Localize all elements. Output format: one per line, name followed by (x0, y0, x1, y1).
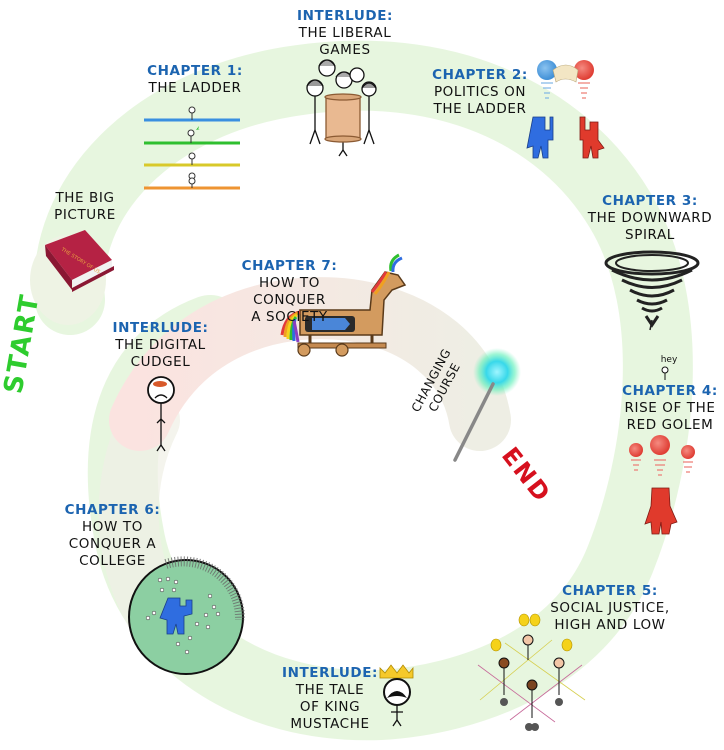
section-title-line: THE LADDER (148, 80, 242, 96)
section-interlude-king-mustache[interactable]: INTERLUDE: THE TALE OF KING MUSTACHE (280, 665, 380, 733)
section-title-line: CONQUER (253, 292, 326, 308)
blue-red-golems-icon (526, 60, 605, 159)
start-marker: START (0, 291, 46, 396)
section-title-line: A SOCIETY (251, 309, 328, 325)
section-title-line: THE LADDER (433, 101, 527, 117)
section-title-line: GAMES (319, 42, 371, 58)
college-crowd-icon (128, 556, 246, 675)
section-title-line: COLLEGE (79, 553, 146, 569)
end-marker: END (496, 442, 556, 508)
section-title-line: HIGH AND LOW (554, 617, 666, 633)
section-title-line: CUDGEL (130, 354, 191, 370)
section-title-line: THE DIGITAL (115, 337, 206, 353)
section-kicker: CHAPTER 6: (64, 502, 161, 518)
section-chapter-3[interactable]: CHAPTER 3: THE DOWNWARD SPIRAL (585, 193, 715, 244)
section-chapter-5[interactable]: CHAPTER 5: SOCIAL JUSTICE, HIGH AND LOW (540, 583, 680, 634)
sad-stickfigure-icon (147, 376, 175, 452)
section-chapter-7[interactable]: CHAPTER 7: HOW TO CONQUER A SOCIETY (237, 258, 342, 326)
section-title-line: HOW TO (82, 519, 143, 535)
section-title-line: MUSTACHE (290, 716, 370, 732)
section-kicker: CHAPTER 1: (147, 63, 243, 79)
section-title-line: THE BIG (55, 190, 115, 206)
section-kicker: CHAPTER 7: (241, 258, 338, 274)
section-kicker: CHAPTER 5: (562, 583, 658, 599)
trojan-horse-icon (280, 253, 407, 357)
section-kicker: INTERLUDE: (281, 665, 379, 681)
section-kicker: CHAPTER 4: (622, 383, 718, 399)
section-title-line: CONQUER A (68, 536, 157, 552)
section-chapter-1[interactable]: CHAPTER 1: THE LADDER (140, 63, 250, 97)
section-title-line: SPIRAL (625, 227, 675, 243)
section-title-line: HOW TO (259, 275, 320, 291)
section-kicker: INTERLUDE: (296, 8, 394, 24)
section-title-line: RISE OF THE (624, 400, 716, 416)
king-mustache-icon (379, 664, 414, 727)
balloon-people-icon (477, 613, 586, 731)
section-title-line: THE DOWNWARD (587, 210, 713, 226)
section-title-line: THE TALE (295, 682, 365, 698)
red-golem-icon: hey (629, 355, 695, 535)
book-icon: THE STORY OF US (45, 230, 114, 292)
founders-scroll-icon (306, 59, 377, 157)
tornado-icon (604, 250, 700, 331)
section-title-line: RED GOLEM (626, 417, 714, 433)
section-title-line: SOCIAL JUSTICE, (550, 600, 670, 616)
section-title-line: PICTURE (54, 207, 116, 223)
section-chapter-4[interactable]: CHAPTER 4: RISE OF THE RED GOLEM (615, 383, 724, 434)
section-big-picture[interactable]: THE BIG PICTURE (30, 190, 140, 224)
section-kicker: INTERLUDE: (112, 320, 209, 336)
section-interlude-digital-cudgel[interactable]: INTERLUDE: THE DIGITAL CUDGEL (108, 320, 213, 371)
section-title-line: OF KING (299, 699, 361, 715)
section-chapter-2[interactable]: CHAPTER 2: POLITICS ON THE LADDER (425, 67, 535, 118)
section-kicker: CHAPTER 2: (432, 67, 528, 83)
section-title-line: THE LIBERAL (298, 25, 392, 41)
section-interlude-liberal-games[interactable]: INTERLUDE: THE LIBERAL GAMES (285, 8, 405, 59)
hey-speech: hey (661, 355, 678, 365)
wand-icon (453, 348, 521, 462)
ladder-icon (144, 106, 240, 190)
section-kicker: CHAPTER 3: (602, 193, 698, 209)
section-title-line: POLITICS ON (433, 84, 527, 100)
section-chapter-6[interactable]: CHAPTER 6: HOW TO CONQUER A COLLEGE (60, 502, 165, 570)
